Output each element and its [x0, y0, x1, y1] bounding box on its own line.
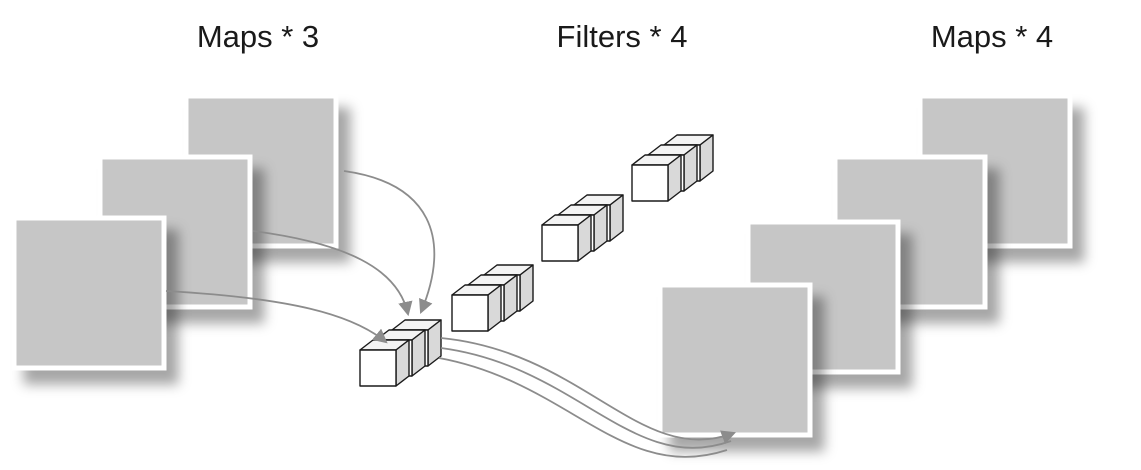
feature-map — [11, 215, 167, 371]
cube-front-face — [359, 349, 397, 387]
filter-stack — [451, 264, 534, 332]
cube-front-face — [451, 294, 489, 332]
filter-stack — [359, 319, 442, 387]
filters-group — [359, 134, 714, 387]
filters-title: Filters * 4 — [557, 19, 688, 54]
filter-stack — [541, 194, 624, 262]
filter-to-map-arrow — [438, 357, 728, 458]
feature-map — [657, 282, 813, 438]
output-arrows-group — [438, 337, 737, 458]
input-arrows-group — [165, 170, 436, 344]
right-maps-title: Maps * 4 — [931, 19, 1053, 54]
titles-group: Maps * 3 Filters * 4 Maps * 4 — [197, 19, 1053, 54]
map-to-filter-arrow — [252, 230, 413, 317]
filter-stack — [631, 134, 714, 202]
map-to-filter-arrow — [343, 170, 436, 314]
cube-front-face — [541, 224, 579, 262]
filter-to-map-arrow — [440, 337, 737, 445]
filter-to-map-arrow — [440, 347, 732, 449]
left-maps-title: Maps * 3 — [197, 19, 319, 54]
right-maps-group — [657, 93, 1073, 438]
left-maps-group — [11, 93, 339, 371]
map-to-filter-arrow — [165, 290, 388, 344]
cube-front-face — [631, 164, 669, 202]
